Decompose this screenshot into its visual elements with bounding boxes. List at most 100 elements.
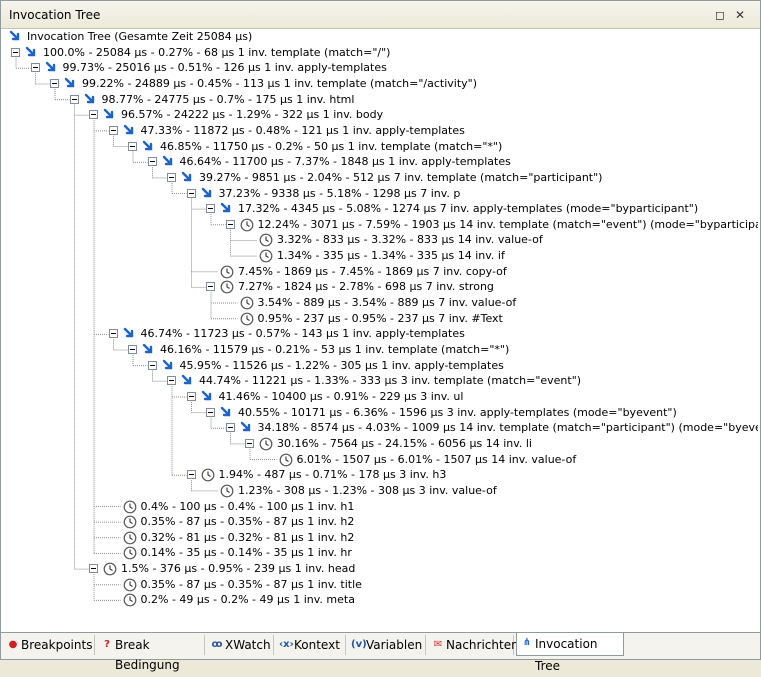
context-icon: ‹x› bbox=[279, 639, 294, 650]
arrow-icon bbox=[142, 140, 156, 154]
tree-node-label: 100.0% - 25084 µs - 0.27% - 68 µs 1 inv.… bbox=[43, 45, 391, 59]
tab-label: Variablen bbox=[366, 638, 423, 652]
invocation-tree[interactable]: Invocation Tree (Gesamte Zeit 25084 µs) 1… bbox=[3, 29, 758, 630]
collapse-toggle-icon[interactable] bbox=[128, 345, 137, 354]
collapse-toggle-icon[interactable] bbox=[89, 110, 98, 120]
clock-icon bbox=[123, 578, 137, 592]
collapse-toggle-icon[interactable] bbox=[108, 329, 118, 339]
collapse-toggle-icon[interactable] bbox=[11, 47, 20, 57]
tab-label: Kontext bbox=[294, 638, 340, 652]
collapse-toggle-icon[interactable] bbox=[50, 78, 59, 88]
tab-label: XWatch bbox=[225, 638, 271, 652]
messages-icon: ✉ bbox=[433, 639, 443, 650]
arrow-icon bbox=[220, 406, 234, 420]
tree-node-label: 3.32% - 833 µs - 3.32% - 833 µs 14 inv. … bbox=[277, 233, 543, 247]
tab-nachrichten[interactable]: ✉Nachrichten bbox=[428, 635, 519, 655]
tree-node-label: 7.27% - 1824 µs - 2.78% - 698 µs 7 inv. … bbox=[238, 280, 494, 294]
tree-node-label: 40.55% - 10171 µs - 6.36% - 1596 µs 3 in… bbox=[238, 405, 677, 419]
collapse-toggle-icon[interactable] bbox=[167, 172, 176, 182]
tree-node-label: 7.45% - 1869 µs - 7.45% - 1869 µs 7 inv.… bbox=[238, 264, 507, 278]
tab-variablen[interactable]: (v)Variablen bbox=[348, 635, 426, 655]
tree-node-label: 45.95% - 11526 µs - 1.22% - 305 µs 1 inv… bbox=[179, 358, 504, 372]
tree-node-label: 46.85% - 11750 µs - 0.2% - 50 µs 1 inv. … bbox=[160, 139, 503, 153]
arrow-icon bbox=[123, 327, 137, 341]
tree-node-label: 96.57% - 24222 µs - 1.29% - 322 µs 1 inv… bbox=[121, 108, 384, 122]
clock-icon bbox=[259, 437, 273, 451]
clock-icon bbox=[259, 249, 273, 263]
collapse-toggle-icon[interactable] bbox=[167, 376, 176, 386]
tree-node-label: 39.27% - 9851 µs - 2.04% - 512 µs 7 inv.… bbox=[199, 170, 603, 184]
clock-icon bbox=[259, 233, 273, 247]
collapse-toggle-icon[interactable] bbox=[225, 423, 235, 433]
tree-node-label: 37.23% - 9338 µs - 5.18% - 1298 µs 7 inv… bbox=[218, 186, 461, 200]
tree-node-label: 0.14% - 35 µs - 0.14% - 35 µs 1 inv. hr bbox=[140, 546, 352, 560]
tab-label: Breakpoints bbox=[21, 638, 93, 652]
arrow-icon bbox=[162, 359, 176, 373]
clock-icon bbox=[279, 453, 293, 467]
collapse-toggle-icon[interactable] bbox=[186, 391, 196, 401]
collapse-toggle-icon[interactable] bbox=[186, 470, 196, 480]
tree-node-label: Invocation Tree (Gesamte Zeit 25084 µs) bbox=[27, 30, 253, 43]
tree-node-label: 98.77% - 24775 µs - 0.7% - 175 µs 1 inv.… bbox=[101, 92, 355, 106]
collapse-toggle-icon[interactable] bbox=[147, 157, 157, 167]
tree-node-label: 1.34% - 335 µs - 1.34% - 335 µs 14 inv. … bbox=[277, 249, 505, 263]
clock-icon bbox=[123, 593, 137, 607]
tree-node-label: 47.33% - 11872 µs - 0.48% - 121 µs 1 inv… bbox=[140, 123, 465, 137]
tree-node-label: 1.5% - 376 µs - 0.95% - 239 µs 1 inv. he… bbox=[121, 562, 356, 576]
tree-node-label: 1.23% - 308 µs - 1.23% - 308 µs 3 inv. v… bbox=[238, 483, 497, 497]
tab-invocation-tree[interactable]: ⋔Invocation Tree bbox=[516, 633, 624, 673]
variables-icon: (v) bbox=[351, 639, 367, 650]
arrow-icon bbox=[142, 343, 156, 357]
breakpoint-icon: ● bbox=[8, 639, 18, 650]
arrow-icon bbox=[103, 108, 117, 122]
clock-icon bbox=[123, 546, 137, 560]
collapse-toggle-icon[interactable] bbox=[108, 125, 118, 135]
arrow-icon bbox=[45, 61, 59, 75]
tree-node-label: 44.74% - 11221 µs - 1.33% - 333 µs 3 inv… bbox=[199, 374, 582, 388]
tab-breakpoints[interactable]: ●Breakpoints bbox=[3, 635, 95, 655]
collapse-toggle-icon[interactable] bbox=[89, 564, 98, 574]
collapse-toggle-icon[interactable] bbox=[206, 282, 215, 292]
collapse-toggle-icon[interactable] bbox=[30, 63, 40, 73]
tab-label: Break Bedingung bbox=[115, 638, 180, 672]
maximize-icon[interactable]: ◻ bbox=[715, 8, 725, 22]
collapse-toggle-icon[interactable] bbox=[206, 204, 215, 214]
clock-icon bbox=[240, 296, 254, 310]
collapse-toggle-icon[interactable] bbox=[69, 94, 79, 104]
arrow-icon bbox=[162, 155, 176, 169]
collapse-toggle-icon[interactable] bbox=[245, 438, 254, 448]
tree-node-label: 0.35% - 87 µs - 0.35% - 87 µs 1 inv. h2 bbox=[140, 515, 355, 529]
tree-node-label: 34.18% - 8574 µs - 4.03% - 1009 µs 14 in… bbox=[257, 421, 759, 435]
clock-icon bbox=[103, 562, 117, 576]
tree-node-label: 12.24% - 3071 µs - 7.59% - 1903 µs 14 in… bbox=[257, 217, 759, 231]
clock-icon bbox=[240, 312, 254, 326]
collapse-toggle-icon[interactable] bbox=[206, 407, 215, 417]
tree-node-label: 0.95% - 237 µs - 0.95% - 237 µs 7 inv. #… bbox=[257, 311, 503, 325]
tree-node-label: 30.16% - 7564 µs - 24.15% - 6056 µs 14 i… bbox=[277, 436, 532, 450]
tree-node-label: 0.35% - 87 µs - 0.35% - 87 µs 1 inv. tit… bbox=[140, 577, 362, 591]
close-icon[interactable]: ✕ bbox=[734, 8, 746, 22]
clock-icon bbox=[123, 515, 137, 529]
arrow-icon bbox=[181, 171, 195, 185]
collapse-toggle-icon[interactable] bbox=[147, 360, 157, 370]
break-condition-icon: ? bbox=[104, 639, 110, 650]
glasses-icon: ꝏ bbox=[211, 639, 223, 650]
clock-icon bbox=[220, 280, 234, 294]
clock-icon bbox=[201, 468, 215, 482]
arrow-icon bbox=[181, 374, 195, 388]
collapse-toggle-icon[interactable] bbox=[225, 219, 235, 229]
tab-label: Nachrichten bbox=[446, 638, 519, 652]
collapse-toggle-icon[interactable] bbox=[186, 188, 196, 198]
tree-node-label: 1.94% - 487 µs - 0.71% - 178 µs 3 inv. h… bbox=[218, 468, 447, 482]
tree-node-label: 46.16% - 11579 µs - 0.21% - 53 µs 1 inv.… bbox=[160, 343, 510, 356]
tree-node-label: 3.54% - 889 µs - 3.54% - 889 µs 7 inv. v… bbox=[257, 296, 517, 310]
collapse-toggle-icon[interactable] bbox=[128, 141, 137, 151]
tree-node-label: 6.01% - 1507 µs - 6.01% - 1507 µs 14 inv… bbox=[296, 452, 577, 466]
arrow-icon bbox=[64, 77, 78, 91]
tab-break-bedingung[interactable]: ? Break Bedingung bbox=[97, 635, 205, 672]
tab-kontext[interactable]: ‹x›Kontext bbox=[276, 635, 346, 655]
clock-icon bbox=[220, 484, 234, 498]
